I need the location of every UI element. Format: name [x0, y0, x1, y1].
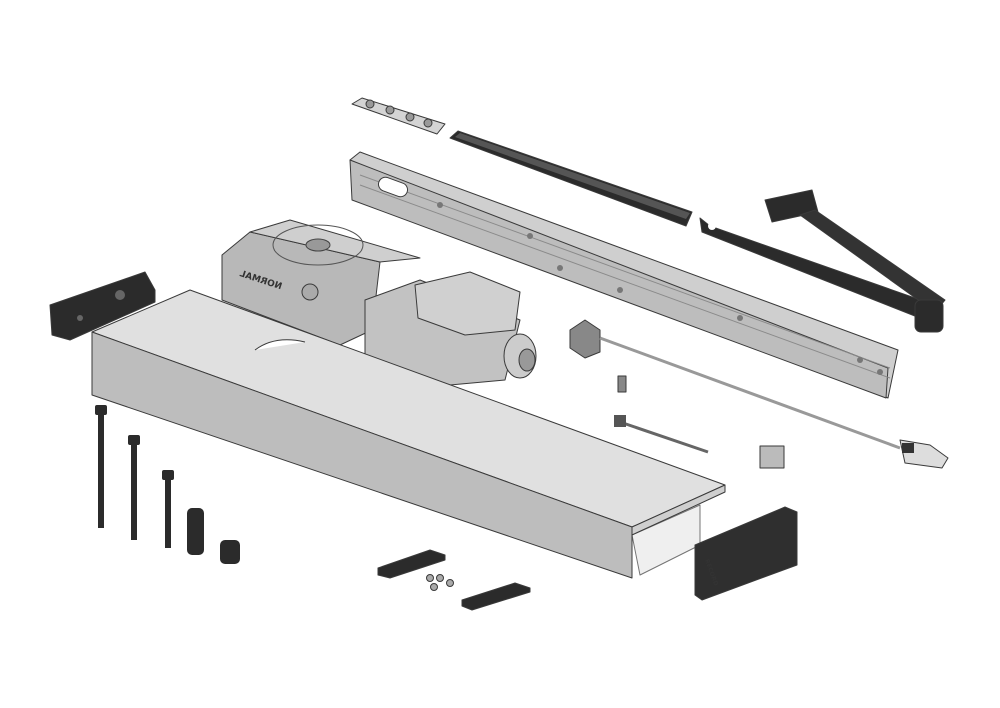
motor-unit: NORMAL: [221, 219, 537, 386]
right-end-cap: RECORD: [694, 506, 798, 601]
door-arm: [699, 189, 946, 333]
small-parts: [614, 375, 785, 469]
screws: [95, 405, 240, 564]
cover: [91, 289, 726, 579]
left-end-cap: [49, 271, 156, 341]
mounting-plate: [351, 97, 446, 135]
mounting-rail: [349, 151, 899, 399]
foot-pads: [377, 549, 531, 611]
slide-rail: [449, 130, 693, 227]
power-cable: [569, 319, 949, 469]
